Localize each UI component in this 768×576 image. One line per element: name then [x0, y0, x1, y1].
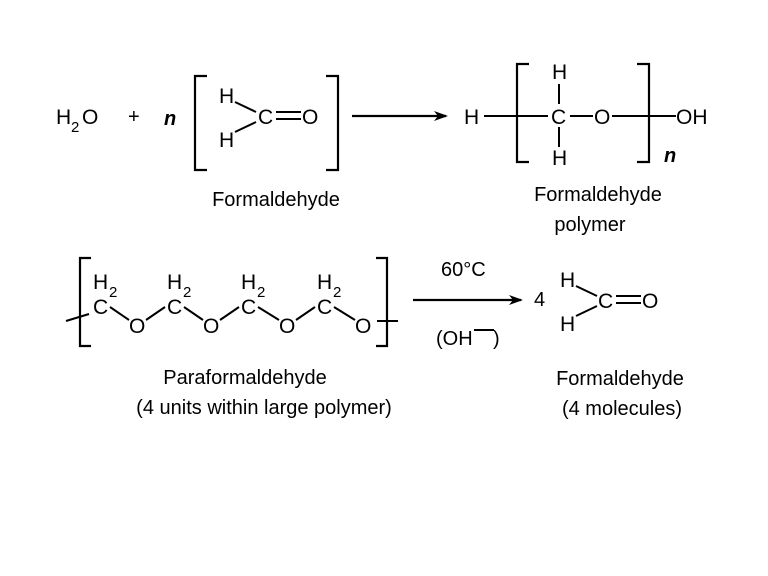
- right-bracket: [326, 74, 340, 172]
- monomer-h-bottom: H: [219, 129, 234, 152]
- polymer-n-subscript: n: [664, 145, 676, 167]
- product-sublabel: (4 molecules): [562, 398, 682, 420]
- paraformaldehyde-chain: H 2 C O H 2 C O H 2 C O H 2 C O: [65, 256, 398, 348]
- unit4-c-o-bond: [333, 306, 356, 321]
- unit2-h: H: [167, 271, 182, 294]
- product-h-c-bond-top: [575, 285, 598, 297]
- unit3-c-o-bond: [257, 306, 280, 321]
- unit1-o-c-bond: [145, 306, 166, 321]
- formaldehyde-monomer: H H C O: [193, 74, 340, 172]
- unit1-sub: 2: [109, 284, 117, 301]
- unit2-o: O: [203, 315, 219, 338]
- product-c-atom: C: [598, 290, 613, 313]
- h-c-bond-top: [234, 101, 257, 113]
- chain-start-bond: [65, 313, 90, 322]
- product-label: Formaldehyde: [556, 368, 684, 390]
- unit1-o: O: [129, 315, 145, 338]
- unit4-h: H: [317, 271, 332, 294]
- polymer-o-atom: O: [594, 106, 610, 129]
- monomer-c-atom: C: [258, 106, 273, 129]
- unit2-c: C: [167, 296, 182, 319]
- reaction-1: H 2 O + n H H C O Formaldehyde H H: [56, 61, 708, 236]
- polymer-label-line2: polymer: [554, 214, 625, 236]
- polymer-h-top: H: [552, 61, 567, 84]
- product-h-top: H: [560, 269, 575, 292]
- product-formaldehyde: H H C O: [560, 269, 658, 336]
- unit2-sub: 2: [183, 284, 191, 301]
- water-h-atom: H: [56, 106, 71, 129]
- unit4-sub: 2: [333, 284, 341, 301]
- para-right-bracket: [376, 256, 389, 348]
- polymer-oh-end: OH: [676, 106, 708, 129]
- unit2-o-c-bond: [219, 306, 240, 321]
- product-coefficient: 4: [534, 289, 545, 311]
- water-subscript: 2: [71, 119, 79, 136]
- condition-temperature: 60°C: [441, 259, 486, 281]
- polymer-h-bottom: H: [552, 147, 567, 170]
- plus-sign: +: [128, 106, 140, 128]
- polymer-right-bracket: [637, 62, 651, 164]
- monomer-h-top: H: [219, 85, 234, 108]
- left-bracket: [193, 74, 207, 172]
- condition-catalyst: (OH: [436, 328, 473, 350]
- unit1-h: H: [93, 271, 108, 294]
- n-coefficient: n: [164, 108, 176, 130]
- paraformaldehyde-sublabel: (4 units within large polymer): [136, 397, 392, 419]
- unit3-o: O: [279, 315, 295, 338]
- para-left-bracket: [78, 256, 91, 348]
- unit1-c: C: [93, 296, 108, 319]
- unit3-o-c-bond: [295, 306, 316, 321]
- paraformaldehyde-label: Paraformaldehyde: [163, 367, 326, 389]
- h-c-bond-bottom: [234, 121, 257, 133]
- product-h-c-bond-bottom: [575, 305, 598, 317]
- product-h-bottom: H: [560, 313, 575, 336]
- polymer-h-end: H: [464, 106, 479, 129]
- condition-close-paren: ): [493, 328, 500, 350]
- unit3-h: H: [241, 271, 256, 294]
- unit2-c-o-bond: [183, 306, 204, 321]
- polymer-left-bracket: [515, 62, 529, 164]
- reaction-2: H 2 C O H 2 C O H 2 C O H 2 C O: [65, 256, 684, 420]
- water-molecule: H 2 O: [56, 106, 98, 136]
- formaldehyde-polymer: H H C H O OH n: [464, 61, 708, 170]
- unit4-o: O: [355, 315, 371, 338]
- unit1-c-o-bond: [109, 306, 130, 321]
- formaldehyde-label: Formaldehyde: [212, 189, 340, 211]
- unit4-c: C: [317, 296, 332, 319]
- unit3-sub: 2: [257, 284, 265, 301]
- unit3-c: C: [241, 296, 256, 319]
- polymer-label-line1: Formaldehyde: [534, 184, 662, 206]
- product-o-atom: O: [642, 290, 658, 313]
- monomer-o-atom: O: [302, 106, 318, 129]
- water-o-atom: O: [82, 106, 98, 129]
- polymer-c-atom: C: [551, 106, 566, 129]
